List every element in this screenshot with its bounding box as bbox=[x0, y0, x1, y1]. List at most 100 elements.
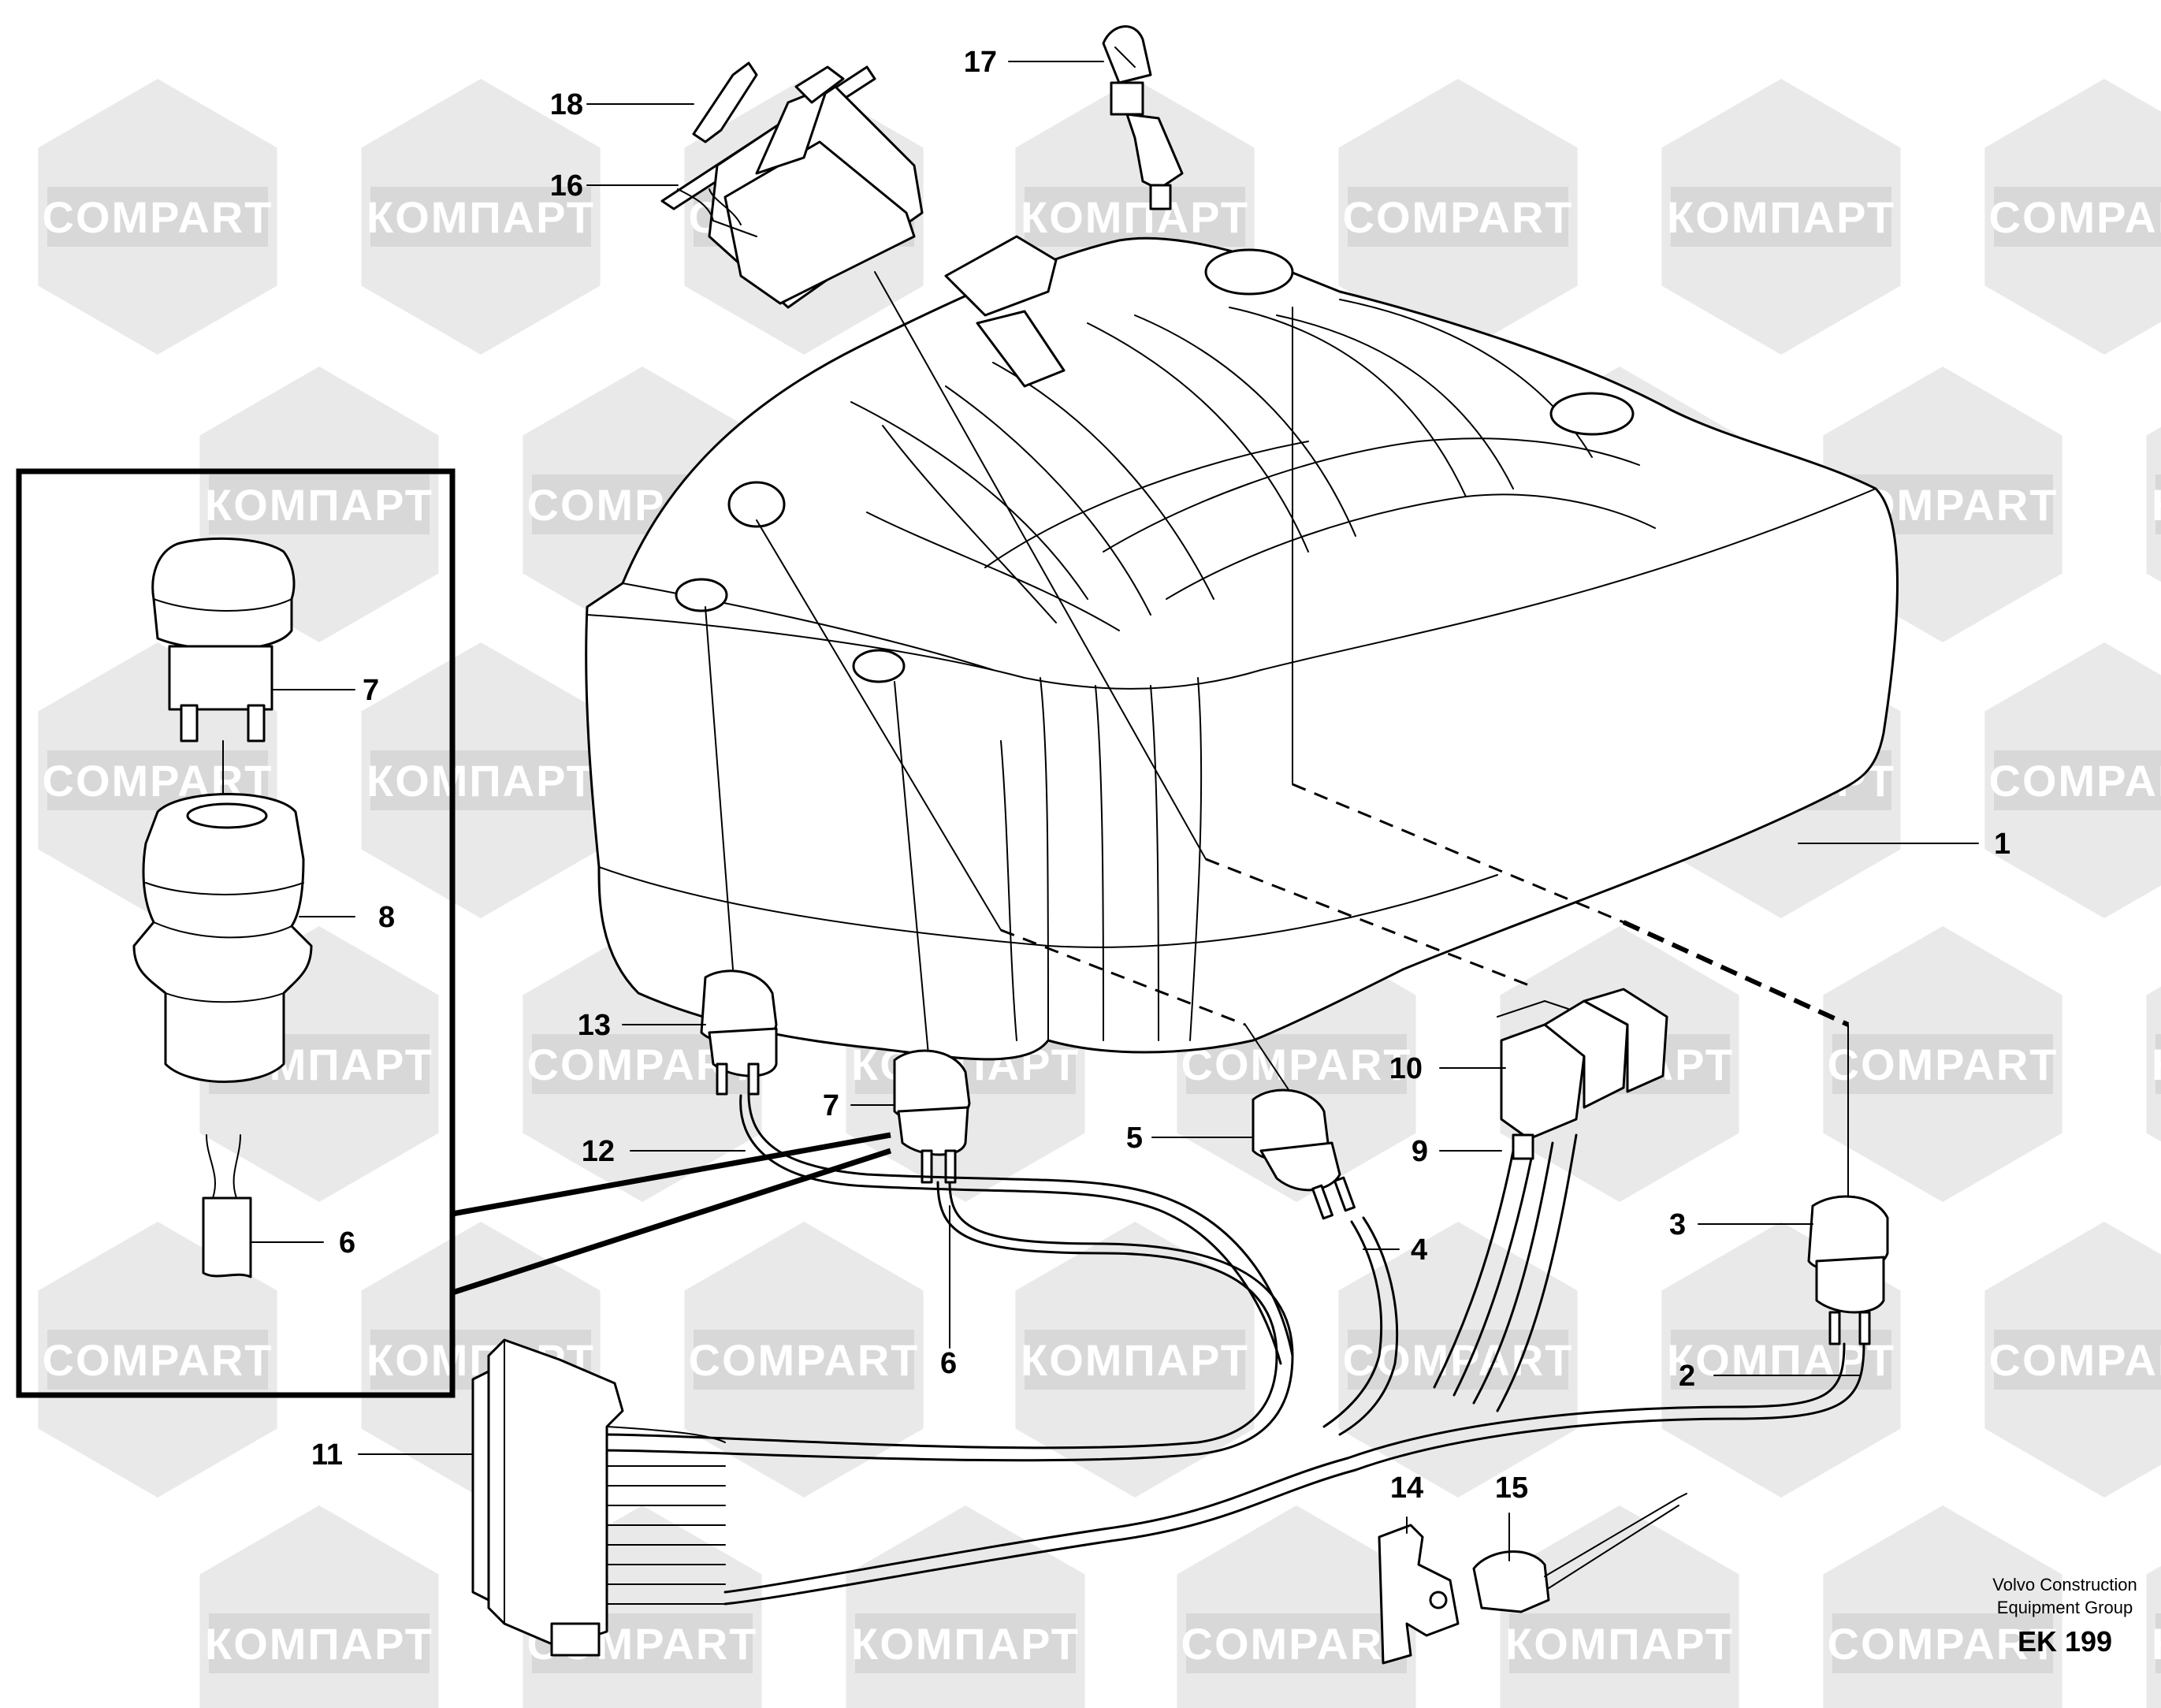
watermark-tile: КОМПАРТ bbox=[2146, 426, 2161, 582]
watermark-band bbox=[1832, 1613, 2053, 1673]
watermark-tile: COMPART bbox=[1177, 1505, 1416, 1708]
watermark-text: КОМПАРТ bbox=[851, 1619, 1080, 1669]
callout-17: 17 bbox=[964, 46, 997, 79]
assembly-lines bbox=[705, 271, 1850, 1199]
watermark-text: КОМПАРТ bbox=[2152, 480, 2161, 530]
drawing-code: EK 199 bbox=[2018, 1625, 2112, 1658]
callout-6: 6 bbox=[339, 1226, 355, 1260]
watermark-text: COMPART bbox=[689, 1335, 920, 1385]
socket-detail bbox=[132, 793, 313, 1083]
push-button-7 bbox=[893, 1049, 971, 1184]
watermark-tile: КОМПАРТ bbox=[846, 1505, 1085, 1708]
callout-14: 14 bbox=[1390, 1472, 1423, 1505]
watermark-tile: COMPART bbox=[38, 79, 277, 355]
watermark-band bbox=[2155, 1034, 2161, 1094]
watermark-band bbox=[47, 187, 268, 247]
watermark-band bbox=[1994, 1330, 2161, 1390]
watermark-text: COMPART bbox=[1989, 756, 2161, 806]
callout-16: 16 bbox=[550, 169, 583, 203]
watermark-text: КОМПАРТ bbox=[2152, 1040, 2161, 1089]
wiring bbox=[597, 1092, 1865, 1606]
watermark-band bbox=[855, 1613, 1076, 1673]
watermark-text: COMPART bbox=[1828, 1619, 2059, 1669]
brand-line-1: Volvo Construction bbox=[1992, 1575, 2137, 1595]
watermark-text: COMPART bbox=[1989, 192, 2161, 242]
bulb-holder bbox=[1102, 25, 1184, 210]
watermark-text: COMPART bbox=[43, 192, 273, 242]
watermark-band bbox=[1994, 187, 2161, 247]
watermark-text: КОМПАРТ bbox=[1021, 1335, 1249, 1385]
housing-hole bbox=[852, 649, 906, 683]
watermark-tile: КОМПАРТ bbox=[1500, 1505, 1739, 1708]
housing-hole bbox=[727, 481, 786, 528]
callout-10: 10 bbox=[1389, 1052, 1423, 1085]
push-button-5 bbox=[1252, 1088, 1356, 1220]
callout-11: 11 bbox=[311, 1438, 343, 1472]
watermark-tile: COMPART bbox=[1984, 1222, 2161, 1498]
watermark-band bbox=[1025, 1330, 1245, 1390]
watermark-tile: COMPART bbox=[1984, 642, 2161, 918]
callout-6b: 6 bbox=[940, 1347, 957, 1380]
callout-9: 9 bbox=[1412, 1135, 1428, 1168]
housing-hole bbox=[1204, 248, 1294, 296]
watermark-text: КОМПАРТ bbox=[1505, 1619, 1734, 1669]
switch-cover bbox=[692, 61, 758, 143]
watermark-band bbox=[1025, 187, 1245, 247]
watermark-tile: КОМПАРТ bbox=[1015, 1222, 1255, 1498]
watermark-band bbox=[2155, 1613, 2161, 1673]
watermark-band bbox=[2155, 474, 2161, 534]
housing-hole bbox=[1549, 392, 1635, 436]
watermark-band bbox=[1832, 1034, 2053, 1094]
brand-line-2: Equipment Group bbox=[1997, 1598, 2133, 1617]
watermark-tile: COMPART bbox=[1823, 1505, 2062, 1708]
rocker-switch bbox=[660, 65, 924, 309]
callout-8: 8 bbox=[378, 901, 395, 934]
callout-4: 4 bbox=[1411, 1234, 1427, 1267]
callout-2: 2 bbox=[1679, 1360, 1695, 1393]
watermark-band bbox=[1671, 1330, 1891, 1390]
callout-12: 12 bbox=[582, 1135, 615, 1168]
watermark-text: COMPART bbox=[1181, 1619, 1412, 1669]
watermark-text: COMPART bbox=[1343, 192, 1574, 242]
push-button-detail bbox=[151, 537, 296, 742]
watermark-hexagon bbox=[2146, 1565, 2161, 1708]
callout-18: 18 bbox=[550, 88, 583, 121]
callout-15: 15 bbox=[1495, 1472, 1528, 1505]
watermark-text: КОМПАРТ bbox=[205, 480, 433, 530]
watermark-tile: COMPART bbox=[1823, 926, 2062, 1202]
watermark-tile: COMPART bbox=[1338, 1222, 1578, 1498]
watermark-tile: КОМПАРТ bbox=[199, 1505, 439, 1708]
watermark-band bbox=[1994, 750, 2161, 810]
watermark-band bbox=[1186, 1613, 1407, 1673]
watermark-tile: КОМПАРТ bbox=[361, 79, 601, 355]
cable-clip bbox=[1378, 1524, 1460, 1665]
watermark-band bbox=[209, 1613, 430, 1673]
callout-numbers: 1 2 3 4 5 6 6 7 7 8 9 10 11 12 13 14 15 … bbox=[311, 46, 2010, 1505]
callout-3: 3 bbox=[1669, 1208, 1686, 1241]
watermark-text: COMPART bbox=[43, 1335, 273, 1385]
housing-hole bbox=[675, 578, 728, 612]
watermark-band bbox=[370, 750, 591, 810]
callout-leaders bbox=[251, 61, 1979, 1561]
callout-1: 1 bbox=[1994, 828, 2010, 861]
watermark-text: КОМПАРТ bbox=[205, 1619, 433, 1669]
watermark-text: КОМПАРТ bbox=[366, 192, 595, 242]
push-button-13 bbox=[700, 969, 778, 1096]
push-button-3 bbox=[1807, 1195, 1889, 1345]
watermark-tile: COMPART bbox=[1984, 79, 2161, 355]
footer: Volvo Construction Equipment Group EK 19… bbox=[1992, 1575, 2137, 1658]
watermark-band bbox=[1348, 187, 1568, 247]
watermark-tile: КОМПАРТ bbox=[2146, 986, 2161, 1142]
watermark-tile: КОМПАРТ bbox=[361, 642, 601, 918]
watermark-text: COMPART bbox=[1828, 1040, 2059, 1089]
watermark-text: КОМПАРТ bbox=[1667, 1335, 1895, 1385]
watermark-hexagon bbox=[2146, 426, 2161, 582]
watermark-band bbox=[370, 187, 591, 247]
watermark-text: КОМПАРТ bbox=[2152, 1619, 2161, 1669]
watermark-band bbox=[47, 1330, 268, 1390]
watermark-hexagon bbox=[846, 1505, 1085, 1708]
watermark-tile: КОМПАРТ bbox=[1661, 79, 1901, 355]
callout-5: 5 bbox=[1126, 1122, 1143, 1155]
watermark-tile: COMPART bbox=[684, 1222, 924, 1498]
watermark-hexagon bbox=[199, 1505, 439, 1708]
